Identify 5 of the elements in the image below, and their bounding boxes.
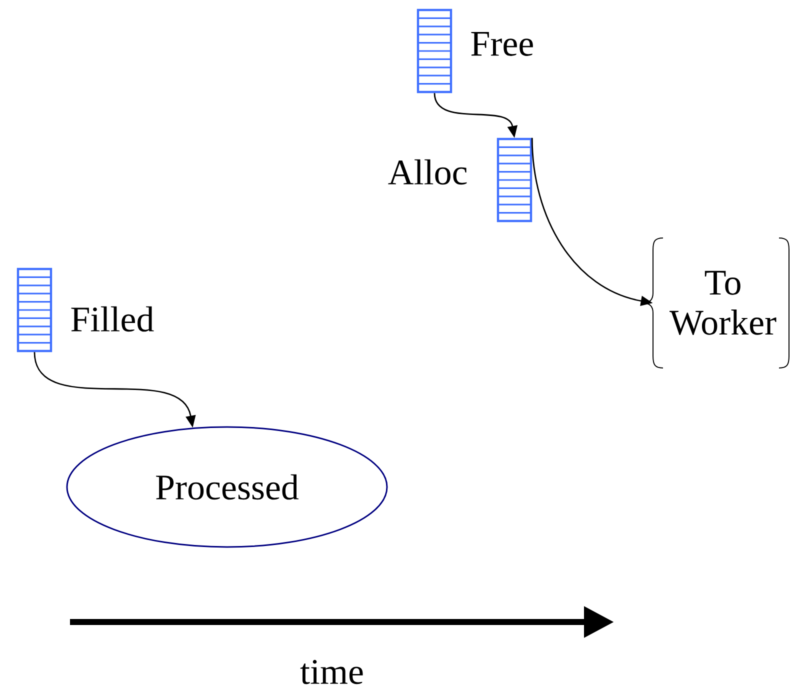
queue-label: Filled xyxy=(71,306,154,332)
queue-label: Alloc xyxy=(388,159,467,185)
brace-box: To Worker xyxy=(642,238,790,368)
queue-label: Free xyxy=(471,32,533,56)
axis-label: time xyxy=(300,660,363,684)
